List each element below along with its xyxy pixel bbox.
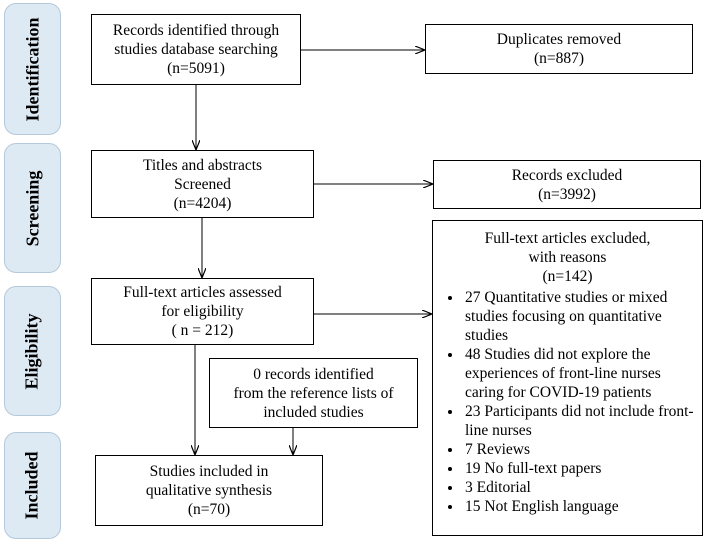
titles-screened-line-1: Titles and abstracts	[142, 156, 263, 174]
records-excluded-box: Records excluded (n=3992)	[433, 160, 701, 209]
records-identified-line-1: Records identified through	[112, 22, 280, 39]
fulltext-excluded-box: Full-text articles excluded, with reason…	[432, 220, 703, 536]
exclusion-reason: 23 Participants did not include front-li…	[463, 402, 702, 440]
records-excluded-line-2: (n=3992)	[538, 185, 596, 203]
reference-lists-box: 0 records identified from the reference …	[209, 358, 418, 428]
exclusion-reasons-list: 27 Quantitative studies or mixed studies…	[433, 288, 702, 516]
titles-screened-box: Titles and abstracts Screened (n=4204)	[91, 150, 314, 218]
fulltext-excluded-header-3: (n=142)	[542, 268, 593, 285]
duplicates-removed-line-1: Duplicates removed	[496, 31, 622, 48]
stage-identification: Identification	[4, 3, 61, 135]
fulltext-excluded-header-1: Full-text articles excluded,	[484, 230, 651, 247]
titles-screened-line-2: Screened	[174, 175, 231, 193]
stage-screening: Screening	[4, 143, 61, 273]
studies-included-line-1: Studies included in	[149, 463, 269, 480]
fulltext-excluded-header-2: with reasons	[528, 249, 607, 266]
exclusion-reason: 3 Editorial	[463, 478, 702, 497]
records-excluded-line-1: Records excluded	[511, 166, 623, 184]
stage-eligibility: Eligibility	[4, 286, 61, 416]
stage-included: Included	[4, 432, 61, 539]
studies-included-box: Studies included in qualitative synthesi…	[95, 455, 323, 526]
records-identified-line-2: studies database searching	[114, 41, 278, 58]
records-identified-line-3: (n=5091)	[167, 60, 225, 77]
duplicates-removed-box: Duplicates removed (n=887)	[425, 24, 693, 74]
reference-lists-line-1: 0 records identified	[253, 365, 374, 383]
exclusion-reason: 48 Studies did not explore the experienc…	[463, 345, 702, 402]
duplicates-removed-line-2: (n=887)	[533, 50, 585, 67]
reference-lists-line-2: from the reference lists of	[233, 384, 394, 402]
reference-lists-line-3: included studies	[263, 403, 364, 421]
studies-included-line-3: (n=70)	[187, 501, 231, 518]
fulltext-assessed-box: Full-text articles assessed for eligibil…	[91, 278, 314, 345]
fulltext-assessed-line-1: Full-text articles assessed	[123, 284, 282, 301]
records-identified-box: Records identified through studies datab…	[91, 14, 301, 85]
exclusion-reason: 27 Quantitative studies or mixed studies…	[463, 288, 702, 345]
exclusion-reason: 15 Not English language	[463, 497, 702, 516]
fulltext-assessed-line-2: for eligibility	[161, 303, 244, 320]
studies-included-line-2: qualitative synthesis	[145, 482, 273, 499]
exclusion-reason: 7 Reviews	[463, 440, 702, 459]
fulltext-assessed-line-3: ( n = 212)	[171, 322, 234, 339]
titles-screened-line-3: (n=4204)	[173, 194, 232, 212]
exclusion-reason: 19 No full-text papers	[463, 459, 702, 478]
